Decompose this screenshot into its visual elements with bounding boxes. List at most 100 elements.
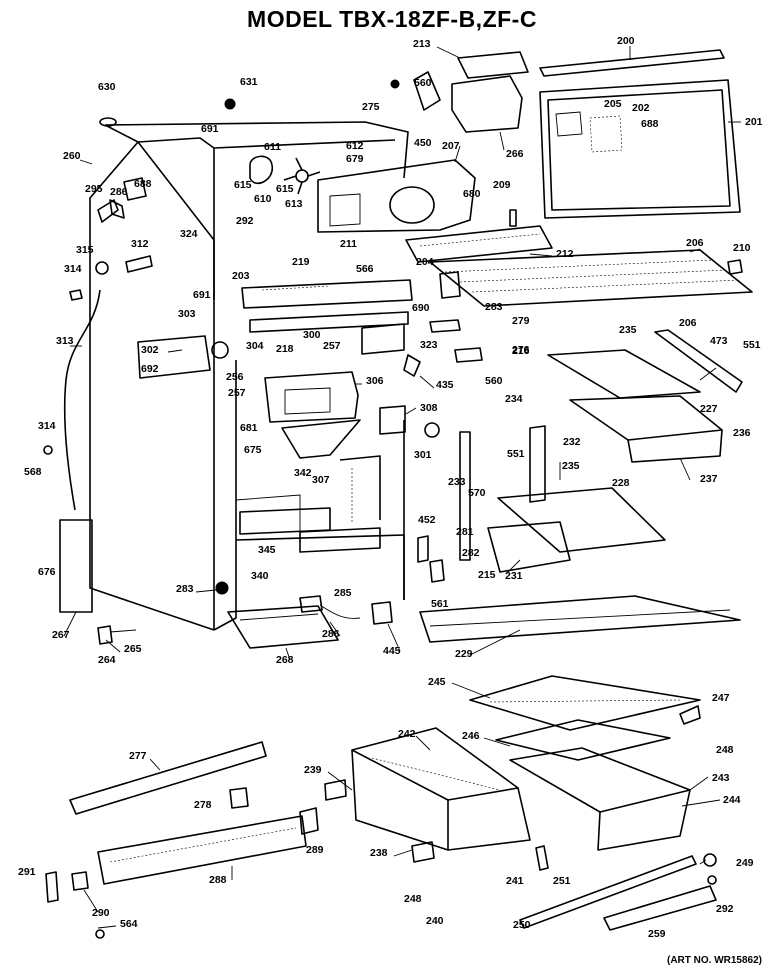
evaporator-cover-207	[317, 159, 476, 233]
wire-shelf-206	[429, 249, 753, 307]
label-242: 242	[398, 728, 416, 740]
label-679: 679	[346, 153, 364, 165]
label-201: 201	[745, 116, 763, 128]
trim-200	[539, 49, 725, 77]
label-204: 204	[416, 256, 434, 268]
label-232: 232	[563, 436, 581, 448]
label-264: 264	[98, 654, 116, 666]
label-570: 570	[468, 487, 486, 499]
pan-236	[569, 395, 723, 463]
label-281: 281	[456, 526, 474, 538]
label-611: 611	[264, 141, 281, 153]
label-566: 566	[356, 263, 374, 275]
label-612: 612	[346, 140, 364, 152]
label-235b: 235	[562, 460, 580, 472]
label-314a: 314	[64, 263, 82, 275]
label-286a: 286	[110, 186, 128, 198]
label-610: 610	[254, 193, 272, 205]
grille-288	[97, 815, 307, 885]
label-257a: 257	[323, 340, 341, 352]
label-216: 216	[512, 345, 530, 357]
label-289: 289	[306, 844, 324, 856]
label-207: 207	[442, 140, 460, 152]
leader-lines	[63, 46, 741, 929]
rail-250	[519, 855, 697, 929]
label-247: 247	[712, 692, 730, 704]
label-210: 210	[733, 242, 751, 254]
art-number: (ART NO. WR15862)	[666, 955, 762, 966]
label-315: 315	[76, 244, 94, 256]
label-259: 259	[648, 928, 666, 940]
freezer-door-201	[539, 79, 741, 219]
label-256: 256	[226, 371, 244, 383]
small-parts	[43, 71, 743, 939]
label-268: 268	[276, 654, 294, 666]
bucket-266	[451, 75, 523, 133]
label-313: 313	[56, 335, 74, 347]
label-209: 209	[493, 179, 511, 191]
label-239: 239	[304, 764, 322, 776]
label-306: 306	[366, 375, 384, 387]
label-676: 676	[38, 566, 56, 578]
rail-277	[69, 741, 267, 815]
label-615b: 615	[276, 183, 294, 195]
label-282: 282	[462, 547, 480, 559]
label-631: 631	[240, 76, 258, 88]
label-323: 323	[420, 339, 438, 351]
label-248b: 248	[404, 893, 422, 905]
label-560a: 560	[414, 77, 432, 89]
label-292b: 292	[716, 903, 734, 915]
label-275: 275	[362, 101, 380, 113]
label-291: 291	[18, 866, 36, 878]
label-435: 435	[436, 379, 454, 391]
fan-613	[283, 157, 321, 195]
label-236: 236	[733, 427, 751, 439]
rail-233	[459, 431, 471, 561]
label-681: 681	[240, 422, 258, 434]
label-233: 233	[448, 476, 466, 488]
drain-pan-268	[227, 605, 339, 649]
label-342: 342	[294, 467, 312, 479]
label-691b: 691	[193, 289, 211, 301]
label-564: 564	[120, 918, 138, 930]
label-227: 227	[700, 403, 718, 415]
label-267: 267	[52, 629, 70, 641]
shelf-235	[547, 349, 701, 399]
label-235a: 235	[619, 324, 637, 336]
divider-203	[241, 279, 413, 333]
label-218: 218	[276, 343, 294, 355]
label-231: 231	[505, 570, 523, 582]
pan-246	[495, 719, 671, 761]
rail-473	[654, 329, 743, 393]
label-560b: 560	[485, 375, 503, 387]
label-630: 630	[98, 81, 116, 93]
label-248a: 248	[716, 744, 734, 756]
label-445: 445	[383, 645, 401, 657]
label-286b: 286	[322, 628, 340, 640]
label-212: 212	[556, 248, 574, 260]
label-265: 265	[124, 643, 142, 655]
label-246: 246	[462, 730, 480, 742]
part-labels: 200 201 202 203 204 205 206 206 207 209 …	[18, 35, 763, 940]
label-688a: 688	[134, 178, 152, 190]
label-238: 238	[370, 847, 388, 859]
label-561: 561	[431, 598, 449, 610]
label-219: 219	[292, 256, 310, 268]
label-551b: 551	[507, 448, 525, 460]
label-690: 690	[412, 302, 430, 314]
label-692: 692	[141, 363, 159, 375]
label-450: 450	[414, 137, 432, 149]
label-278: 278	[194, 799, 212, 811]
crisper-cover-245	[469, 675, 701, 731]
label-202: 202	[632, 102, 650, 114]
label-300: 300	[303, 329, 321, 341]
label-234: 234	[505, 393, 523, 405]
drawer-243	[509, 747, 691, 851]
label-303: 303	[178, 308, 196, 320]
label-243: 243	[712, 772, 730, 784]
label-340: 340	[251, 570, 269, 582]
label-279: 279	[512, 315, 530, 327]
label-568: 568	[24, 466, 42, 478]
shelf-212	[405, 225, 553, 263]
